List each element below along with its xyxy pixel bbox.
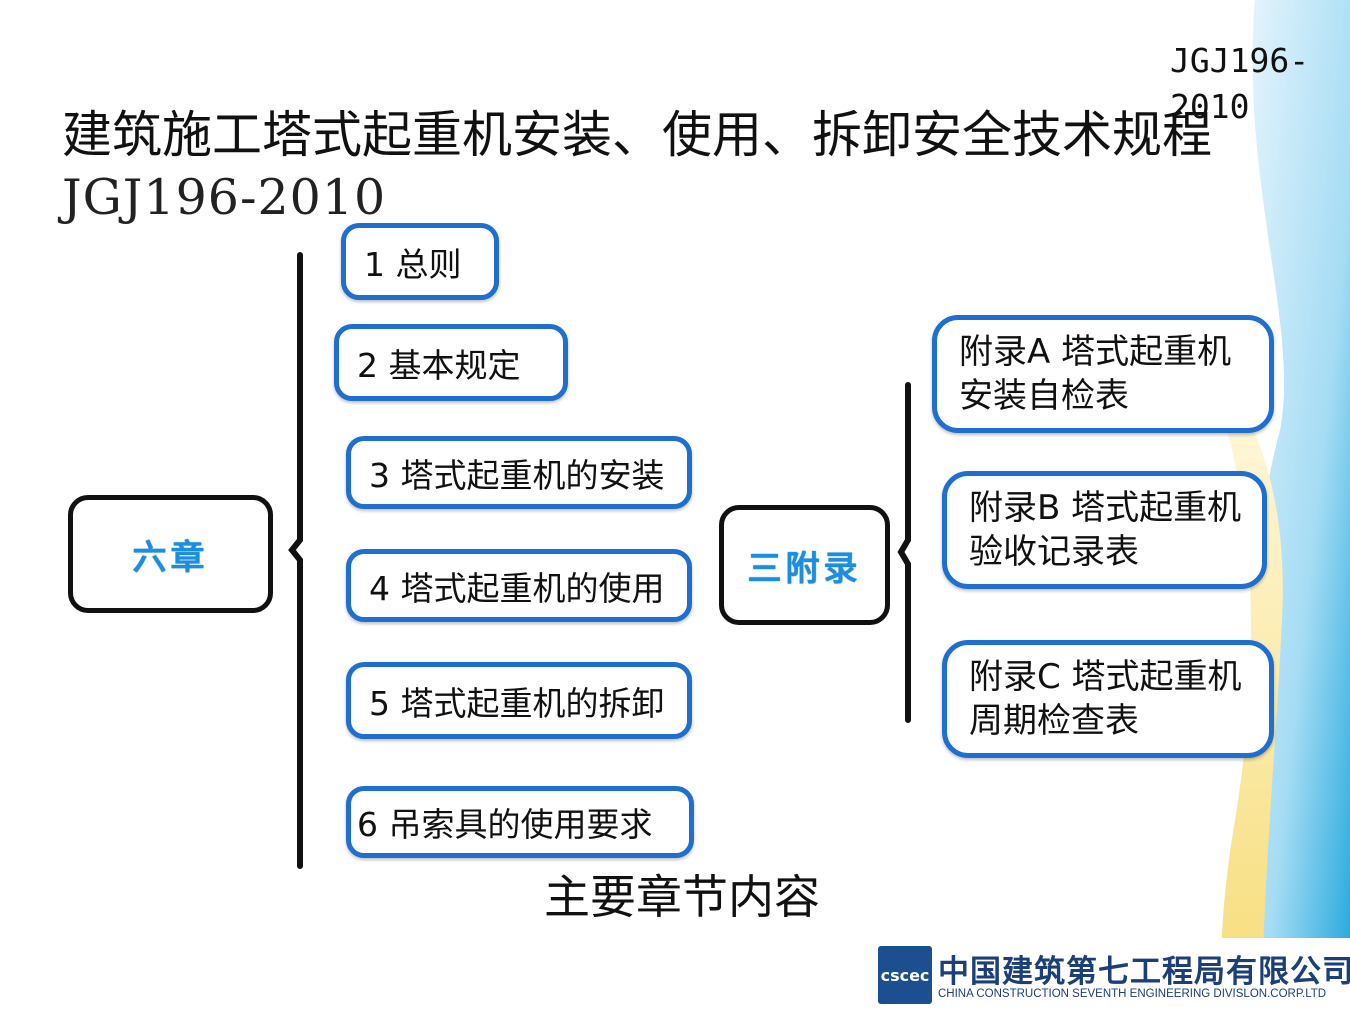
- chapters-hub-label: 六章: [132, 537, 209, 578]
- slide-title: 建筑施工塔式起重机安装、使用、拆卸安全技术规程: [62, 106, 1212, 164]
- appendices-hub: 三附录: [719, 505, 890, 625]
- chapter-node-5: 5 塔式起重机的拆卸: [346, 662, 692, 739]
- company-name-cn: 中国建筑第七工程局有限公司: [938, 954, 1350, 990]
- chapter-node-6: 6 吊索具的使用要求: [346, 786, 694, 858]
- diagram-caption: 主要章节内容: [544, 870, 820, 924]
- chapter-label: 3 塔式起重机的安装: [369, 455, 665, 495]
- appendices-hub-label: 三附录: [747, 548, 862, 589]
- chapter-label: 1 总则: [364, 244, 462, 284]
- company-logo-block: cscec 中国建筑第七工程局有限公司 CHINA CONSTRUCTION S…: [868, 938, 1350, 1013]
- chapter-label: 4 塔式起重机的使用: [369, 568, 665, 608]
- appendix-node-a: 附录A 塔式起重机安装自检表: [932, 315, 1274, 433]
- chapter-node-2: 2 基本规定: [334, 324, 568, 401]
- left-bracket: [288, 252, 303, 869]
- chapter-label: 2 基本规定: [357, 345, 521, 385]
- slide-subtitle: JGJ196-2010: [62, 169, 387, 226]
- chapter-node-3: 3 塔式起重机的安装: [346, 436, 692, 509]
- chapter-node-1: 1 总则: [341, 223, 499, 300]
- appendix-label: 附录C 塔式起重机周期检查表: [969, 657, 1242, 741]
- company-name-en: CHINA CONSTRUCTION SEVENTH ENGINEERING D…: [938, 988, 1327, 1000]
- page-code: JGJ196-2010: [1170, 41, 1310, 126]
- chapter-label: 5 塔式起重机的拆卸: [369, 683, 665, 723]
- appendix-node-c: 附录C 塔式起重机周期检查表: [942, 640, 1274, 758]
- chapters-hub: 六章: [68, 495, 273, 613]
- appendix-label: 附录B 塔式起重机验收记录表: [969, 488, 1242, 572]
- appendix-node-b: 附录B 塔式起重机验收记录表: [942, 471, 1267, 589]
- appendix-label: 附录A 塔式起重机安装自检表: [959, 332, 1232, 416]
- right-bracket: [897, 382, 911, 723]
- chapter-label: 6 吊索具的使用要求: [357, 805, 653, 844]
- cscec-logo-icon: cscec: [878, 946, 932, 1004]
- chapter-node-4: 4 塔式起重机的使用: [346, 549, 692, 622]
